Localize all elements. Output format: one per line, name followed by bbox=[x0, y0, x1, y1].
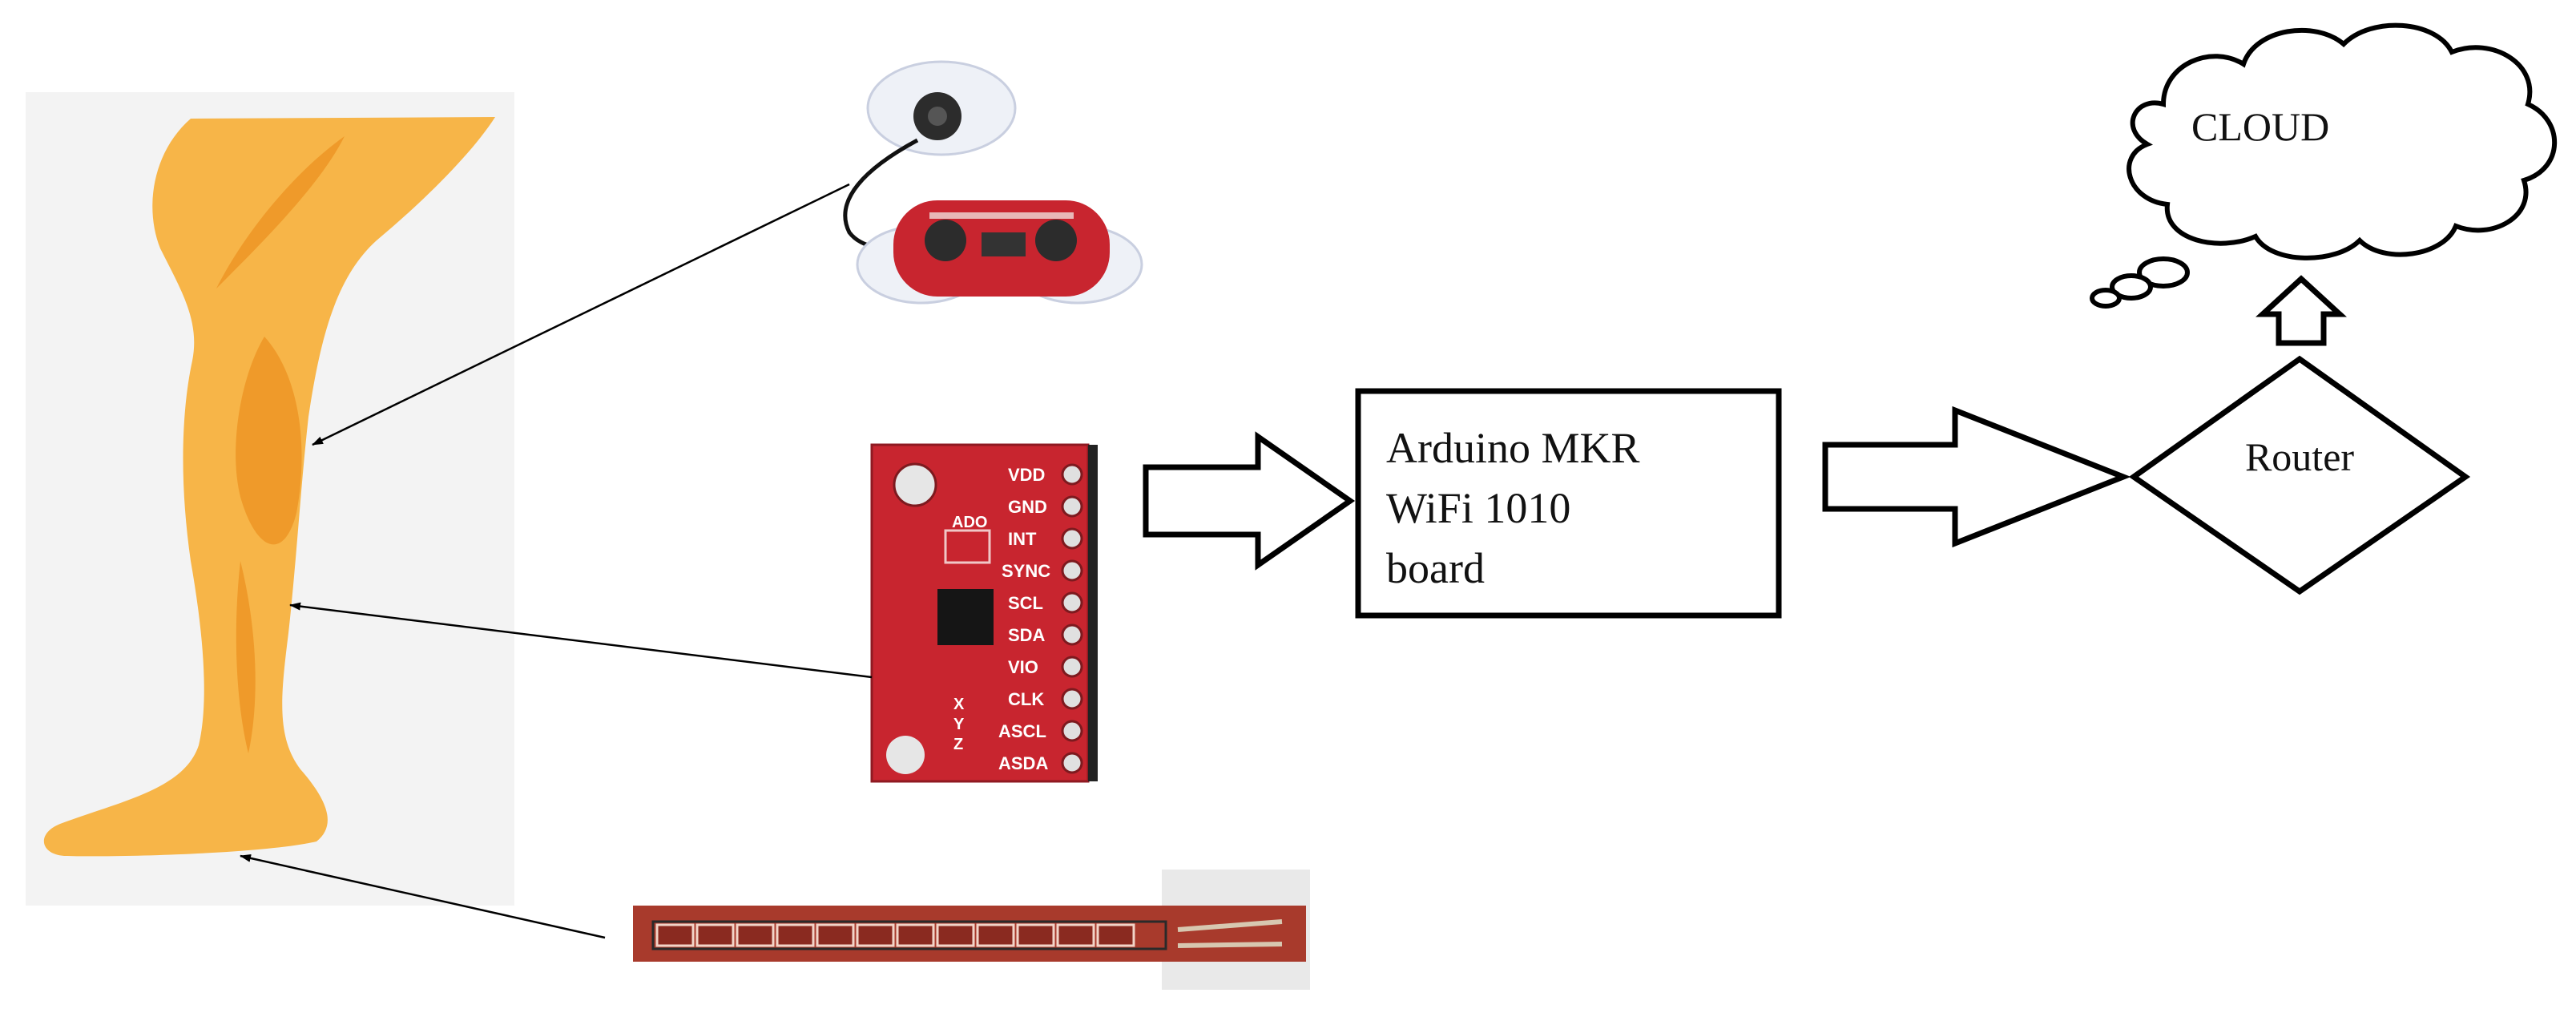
pin-label: SDA bbox=[1008, 625, 1046, 645]
imu-sensor-board: ADO VDD GND INT SYNC SCL SDA VIO CLK ASC… bbox=[870, 443, 1098, 783]
pointer-arrow-flex bbox=[240, 853, 606, 939]
cloud-bubble-small bbox=[2090, 288, 2122, 309]
router-label: Router bbox=[2245, 434, 2354, 479]
thigh-shade bbox=[216, 136, 345, 289]
pin-label: SCL bbox=[1008, 593, 1043, 613]
pin-label: SYNC bbox=[1002, 561, 1050, 581]
pin-label: INT bbox=[1008, 529, 1037, 549]
block-arrow-to-router bbox=[1822, 406, 2131, 548]
block-arrow-to-cloud bbox=[2256, 275, 2347, 346]
pin-label: VDD bbox=[1008, 465, 1045, 485]
pointer-arrow-emg bbox=[312, 183, 850, 446]
imu-pin-column: VDD GND INT SYNC SCL SDA VIO CLK ASCL AS… bbox=[998, 465, 1050, 773]
arduino-label-line-3: board bbox=[1386, 544, 1485, 592]
pin-label: CLK bbox=[1008, 689, 1044, 709]
arduino-label-line-2: WiFi 1010 bbox=[1386, 484, 1570, 532]
emg-muscle-sensor bbox=[843, 60, 1143, 305]
imu-pin-holes bbox=[1061, 463, 1083, 774]
axis-label-y: Y bbox=[953, 716, 965, 733]
calf-shade bbox=[236, 337, 302, 545]
flex-segments bbox=[655, 923, 1135, 947]
cloud-bubble-large bbox=[2137, 256, 2190, 289]
pin-label: ASDA bbox=[998, 753, 1048, 773]
shin-shade bbox=[236, 561, 256, 753]
pin-label: ASCL bbox=[998, 721, 1046, 741]
pointer-arrow-imu bbox=[289, 602, 873, 679]
pin-label: GND bbox=[1008, 497, 1047, 517]
arduino-label-line-1: Arduino MKR bbox=[1386, 424, 1640, 472]
axis-label-x: X bbox=[953, 696, 965, 713]
cloud-shape bbox=[2127, 22, 2558, 260]
cloud-node: CLOUD bbox=[2090, 22, 2558, 309]
imu-chip-label: ADO bbox=[952, 514, 987, 531]
leg-illustration bbox=[26, 92, 514, 906]
axis-label-z: Z bbox=[953, 736, 963, 753]
router-node: Router bbox=[2128, 355, 2471, 595]
arduino-board-box: Arduino MKR WiFi 1010 board bbox=[1355, 388, 1782, 619]
pin-label: VIO bbox=[1008, 657, 1038, 677]
imu-chip bbox=[937, 589, 994, 645]
cloud-label: CLOUD bbox=[2191, 104, 2329, 149]
block-arrow-to-arduino bbox=[1143, 431, 1356, 571]
flex-sensor bbox=[633, 870, 1310, 990]
cloud-bubble-medium bbox=[2110, 273, 2153, 301]
